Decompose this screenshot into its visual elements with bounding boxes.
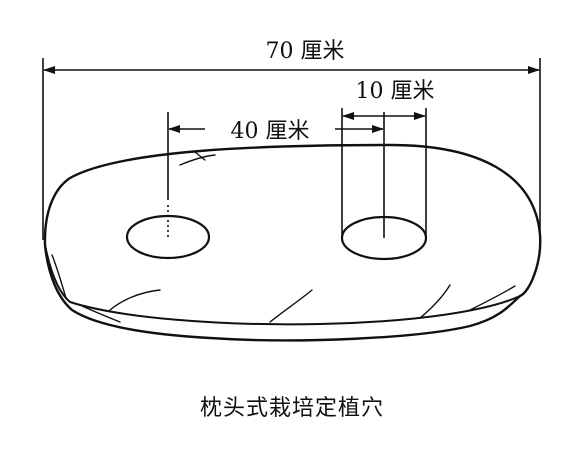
mound-texture-2	[79, 304, 121, 323]
bolster-mound	[43, 143, 542, 342]
mound-texture-4	[269, 289, 313, 323]
label-mask-hole-spacing	[208, 115, 334, 143]
mound-front-face	[44, 244, 521, 326]
dimension-lines	[43, 66, 540, 133]
label-hole-spacing: 40 厘米	[231, 119, 310, 144]
mound-texture-3	[109, 289, 161, 311]
label-total-width: 70 厘米	[266, 39, 345, 64]
mound-texture-8	[194, 151, 206, 161]
label-mask-total-width	[252, 34, 362, 62]
mound-texture-6	[469, 285, 516, 311]
planting-holes	[125, 214, 428, 261]
mound-texture-7	[179, 154, 216, 166]
figure-caption: 枕头式栽培定植穴	[199, 396, 384, 421]
label-hole-diameter: 10 厘米	[356, 79, 435, 104]
mound-texture-1	[51, 254, 67, 299]
extension-lines	[42, 58, 541, 240]
mound-texture-5	[419, 284, 451, 319]
mound-outline	[43, 143, 542, 342]
dimension-labels: 70 厘米 10 厘米 40 厘米	[208, 34, 435, 144]
